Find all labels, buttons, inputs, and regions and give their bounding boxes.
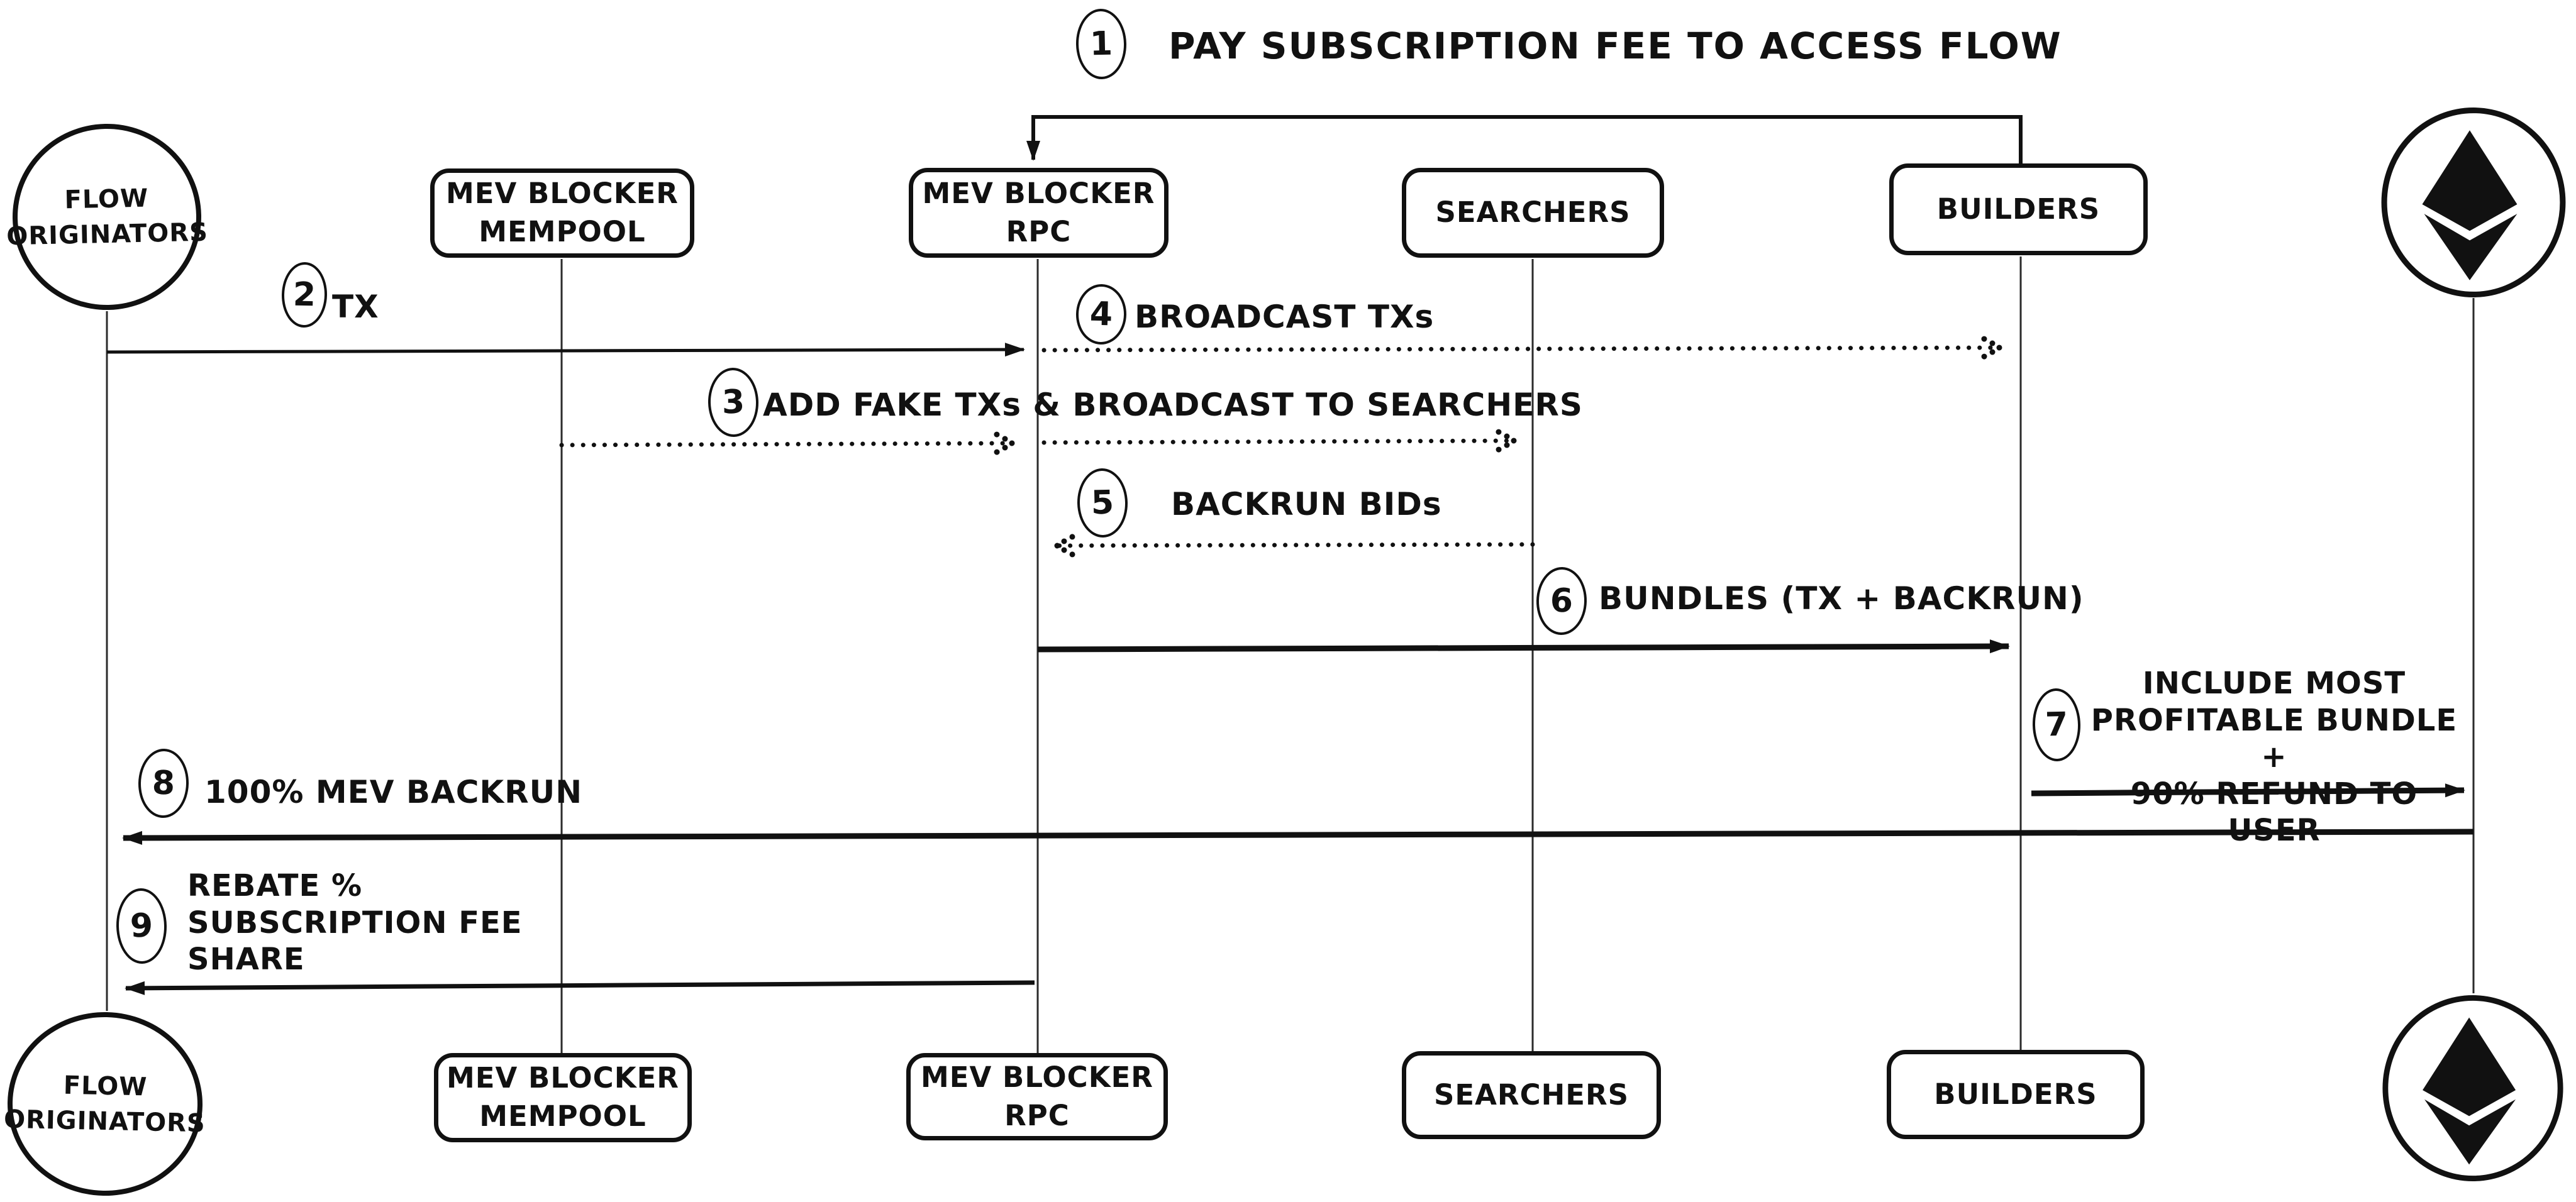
arrow-step-3a	[559, 431, 1015, 455]
step-1-label: PAY SUBSCRIPTION FEE TO ACCESS FLOW	[1169, 25, 2062, 67]
step-number: 7	[2045, 705, 2068, 744]
arrow-step-4	[1041, 336, 2002, 360]
step-number: 9	[130, 907, 153, 946]
participant-label: RPC	[1006, 214, 1072, 248]
participant-mev-blocker-rpc-top: MEV BLOCKER RPC	[909, 168, 1169, 258]
arrow-step-5	[1054, 534, 1535, 558]
step-number: 4	[1089, 295, 1113, 334]
participant-label: SEARCHERS	[1433, 1078, 1629, 1111]
participant-ethereum-top	[2379, 106, 2568, 299]
step-4-label: BROADCAST TXs	[1135, 299, 1435, 335]
step-3-label: ADD FAKE TXs & BROADCAST TO SEARCHERS	[763, 387, 1583, 423]
participant-label: MEV BLOCKER	[447, 1061, 679, 1095]
participant-label: MEV BLOCKER	[921, 1060, 1153, 1094]
step-number: 6	[1550, 582, 1574, 620]
participant-label: BUILDERS	[1936, 192, 2101, 226]
arrow-step-9	[125, 980, 1035, 995]
participant-label: MEMPOOL	[479, 215, 646, 248]
step-9-line-3: SHARE	[187, 942, 305, 978]
participant-mev-blocker-mempool-bottom: MEV BLOCKER MEMPOOL	[434, 1053, 692, 1142]
step-number: 1	[1089, 25, 1113, 63]
arrow-step-2	[106, 343, 1025, 357]
step-7-label: INCLUDE MOST PROFITABLE BUNDLE + 90% REF…	[2082, 665, 2467, 849]
participant-label: SEARCHERS	[1435, 196, 1631, 229]
participant-label: MEV BLOCKER	[922, 176, 1155, 210]
arrow-step-3b	[1041, 429, 1517, 453]
step-number: 2	[292, 275, 316, 314]
arrow-step-8	[122, 829, 2474, 845]
arrow-step-7	[2031, 783, 2465, 798]
participant-builders-bottom: BUILDERS	[1887, 1050, 2145, 1139]
step-7-line-3: 90% REFUND TO USER	[2130, 776, 2418, 849]
participant-label: FLOW	[63, 1071, 148, 1102]
participant-label: MEV BLOCKER	[446, 177, 679, 211]
step-9-line-2: SUBSCRIPTION FEE	[187, 905, 523, 940]
arrow-step-6	[1037, 639, 2010, 654]
participant-mev-blocker-mempool-top: MEV BLOCKER MEMPOOL	[430, 168, 694, 258]
step-9-line-1: REBATE %	[187, 868, 363, 903]
ethereum-logo-icon	[2381, 108, 2566, 297]
arrow-step-1	[1026, 115, 2023, 165]
participant-label: FLOW	[64, 184, 149, 215]
participant-mev-blocker-rpc-bottom: MEV BLOCKER RPC	[906, 1053, 1168, 1140]
participant-builders-top: BUILDERS	[1889, 163, 2148, 255]
step-8-label: 100% MEV BACKRUN	[204, 774, 583, 810]
participant-label: RPC	[1004, 1098, 1070, 1132]
participant-label: MEMPOOL	[479, 1100, 647, 1133]
step-number: 3	[721, 383, 745, 422]
ethereum-logo-icon	[2382, 995, 2563, 1181]
step-6-label: BUNDLES (TX + BACKRUN)	[1599, 580, 2084, 617]
step-2-label: TX	[332, 289, 379, 325]
step-9-label: REBATE % SUBSCRIPTION FEE SHARE	[187, 868, 523, 978]
participant-label: ORIGINATORS	[3, 1105, 206, 1139]
participant-searchers-top: SEARCHERS	[1402, 168, 1664, 258]
step-7-line-2: PROFITABLE BUNDLE +	[2090, 702, 2458, 775]
participant-searchers-bottom: SEARCHERS	[1402, 1051, 1661, 1139]
step-7-line-1: INCLUDE MOST	[2142, 666, 2406, 701]
step-number: 8	[152, 764, 175, 803]
participant-ethereum-bottom	[2380, 992, 2566, 1184]
lifelines	[106, 256, 2475, 1053]
participant-label: ORIGINATORS	[6, 218, 209, 251]
step-number: 5	[1091, 483, 1114, 522]
step-5-label: BACKRUN BIDs	[1171, 486, 1442, 522]
participant-label: BUILDERS	[1934, 1077, 2097, 1111]
